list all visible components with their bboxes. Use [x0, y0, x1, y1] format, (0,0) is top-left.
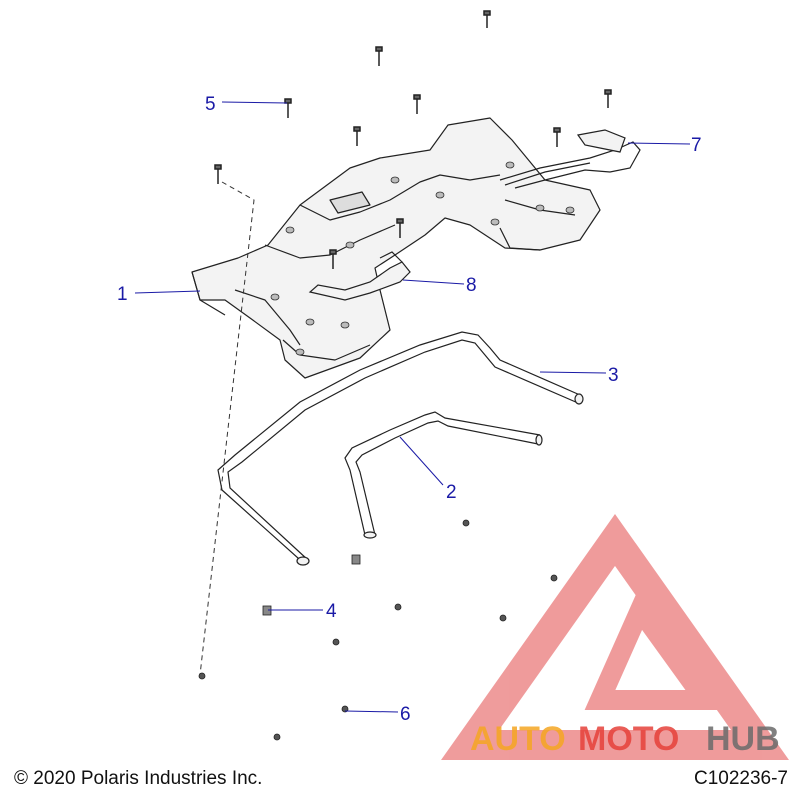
clips: [262, 554, 361, 616]
watermark-auto: AUTO: [470, 720, 566, 758]
watermark-logo: [441, 514, 789, 760]
callout-5: 5: [205, 94, 216, 115]
callout-3: 3: [608, 365, 619, 386]
callout-7: 7: [691, 135, 702, 156]
callout-1: 1: [117, 284, 128, 305]
tube-part-3: [217, 331, 584, 566]
tube-part-2: [344, 411, 543, 539]
center-line: [199, 181, 255, 676]
frame-holes: [270, 161, 575, 356]
callout-8: 8: [466, 275, 477, 296]
watermark-moto: MOTO: [578, 720, 679, 758]
drawing-number: C102236-7: [693, 768, 788, 789]
callout-6: 6: [400, 704, 411, 725]
callout-4: 4: [326, 601, 337, 622]
callout-2: 2: [446, 482, 457, 503]
handle-tube-7: [499, 129, 641, 189]
leader-lines: [134, 101, 691, 713]
handle-tube-8: [308, 251, 411, 301]
watermark-hub: HUB: [706, 720, 780, 758]
callout-labels: 1 2 3 4 5 6 7 8: [117, 94, 702, 725]
copyright-text: © 2020 Polaris Industries Inc.: [14, 768, 263, 789]
screws: [214, 10, 612, 269]
rack-frame: [191, 117, 601, 379]
nuts: [198, 519, 558, 741]
watermark-text: AUTO MOTO HUB: [470, 720, 780, 758]
